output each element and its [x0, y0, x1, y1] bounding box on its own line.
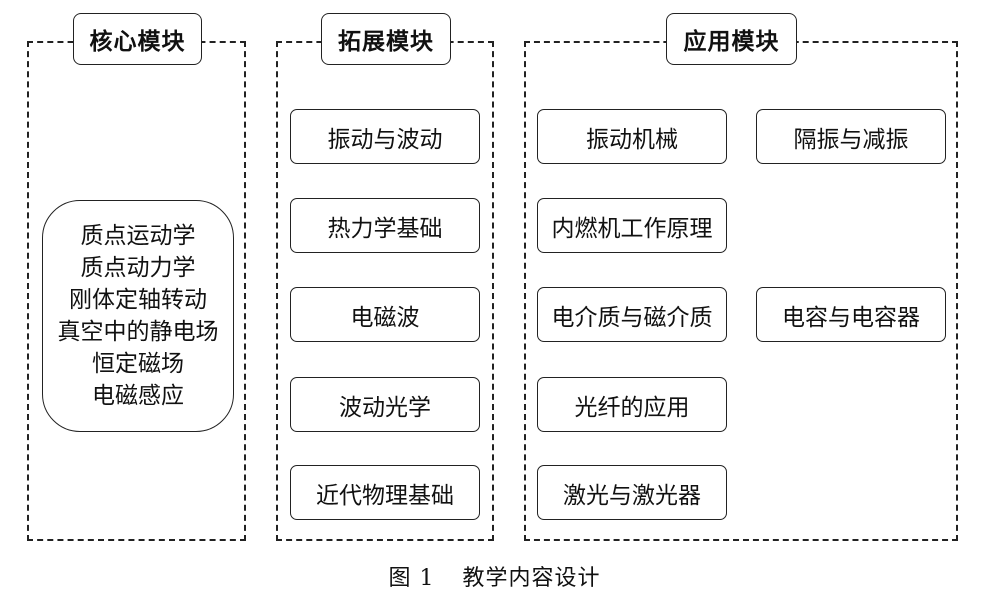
extension-topic-box: 波动光学	[290, 377, 480, 432]
core-topic: 电磁感应	[92, 383, 184, 409]
extension-topic-box: 热力学基础	[290, 198, 480, 253]
extension-topic-box: 振动与波动	[290, 109, 480, 164]
application-topic-box: 振动机械	[537, 109, 727, 164]
extension-module: 拓展模块 振动与波动 热力学基础 电磁波 波动光学 近代物理基础	[276, 13, 494, 541]
application-module: 应用模块 振动机械 内燃机工作原理 电介质与磁介质 光纤的应用 激光与激光器 隔…	[524, 13, 958, 541]
application-module-title: 应用模块	[666, 13, 797, 65]
core-module-title: 核心模块	[73, 13, 202, 65]
core-topic: 恒定磁场	[92, 351, 184, 377]
core-topic: 真空中的静电场	[57, 319, 219, 345]
extension-topic-box: 近代物理基础	[290, 465, 480, 520]
application-topic-box: 隔振与减振	[756, 109, 946, 164]
application-topic-box: 激光与激光器	[537, 465, 727, 520]
figure-number: 图 1	[388, 566, 435, 591]
core-module: 核心模块 质点运动学 质点动力学 刚体定轴转动 真空中的静电场 恒定磁场 电磁感…	[27, 13, 246, 541]
extension-topic-box: 电磁波	[290, 287, 480, 342]
core-topics-box: 质点运动学 质点动力学 刚体定轴转动 真空中的静电场 恒定磁场 电磁感应	[42, 200, 234, 432]
application-topic-box: 光纤的应用	[537, 377, 727, 432]
figure-caption: 图 1 教学内容设计	[0, 560, 989, 592]
core-topic: 质点运动学	[80, 223, 196, 249]
core-topic: 质点动力学	[80, 255, 196, 281]
extension-module-title: 拓展模块	[321, 13, 451, 65]
application-topic-box: 内燃机工作原理	[537, 198, 727, 253]
application-topic-box: 电容与电容器	[756, 287, 946, 342]
core-topic: 刚体定轴转动	[69, 287, 207, 313]
application-topic-box: 电介质与磁介质	[537, 287, 727, 342]
figure-title: 教学内容设计	[462, 566, 601, 591]
